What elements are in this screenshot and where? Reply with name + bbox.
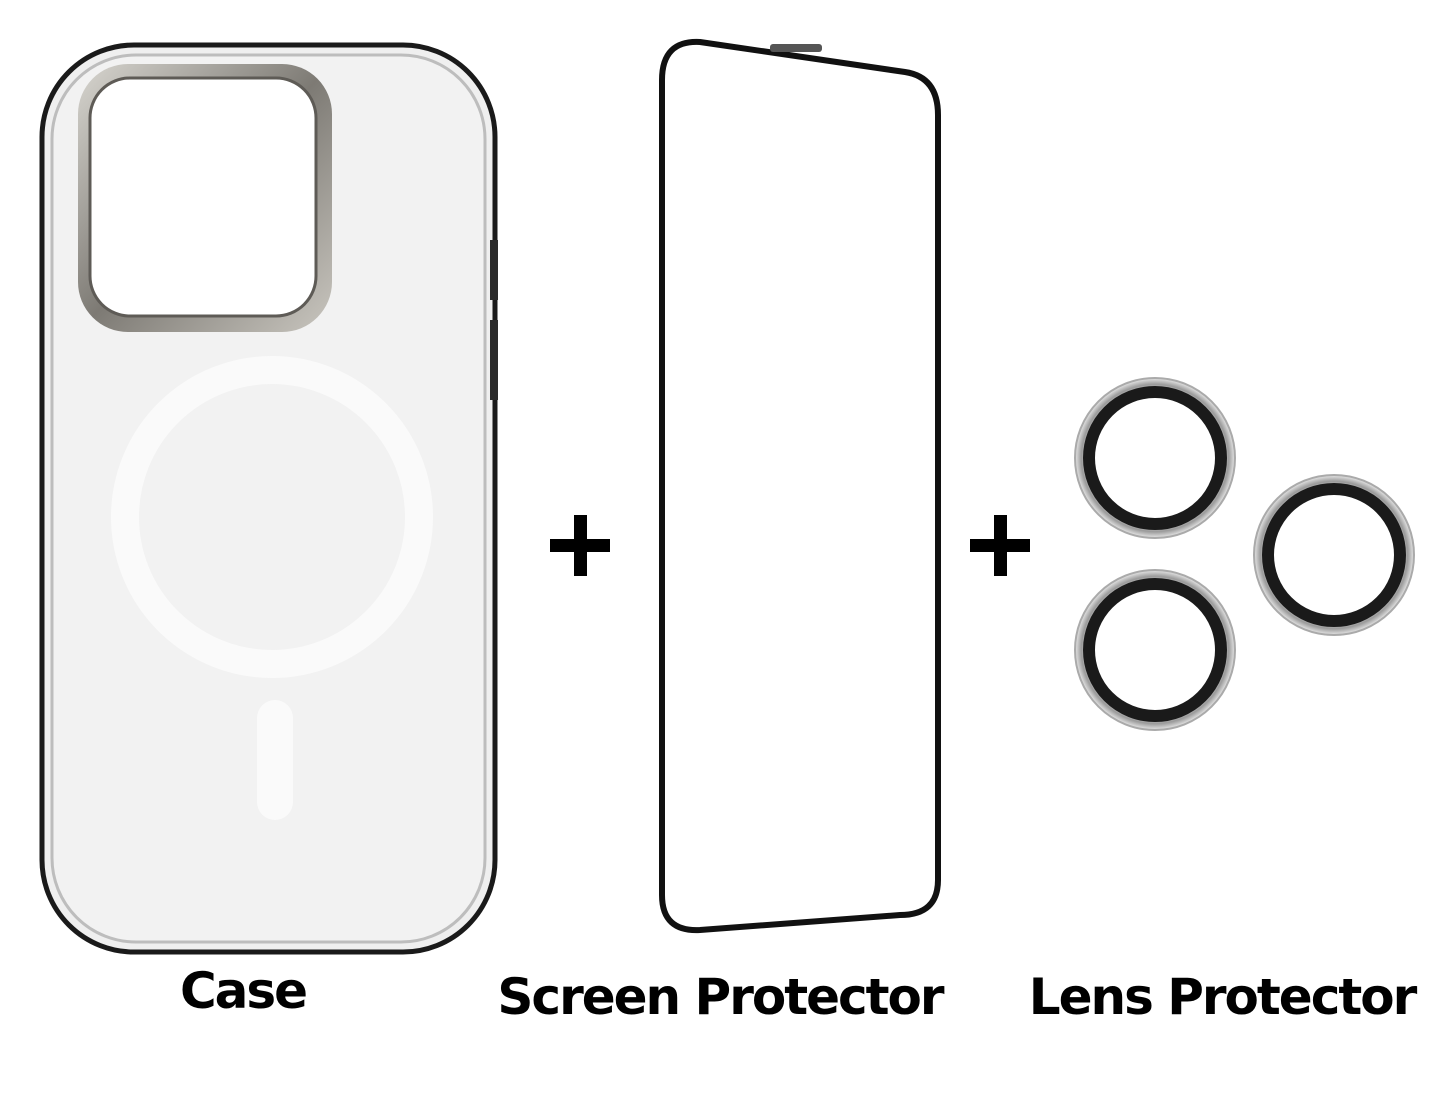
lens-ring: [1074, 569, 1236, 731]
camera-cutout: [78, 64, 332, 332]
phone-case: [39, 42, 498, 955]
lens-ring: [1074, 377, 1236, 539]
case-label: Case: [179, 962, 308, 1020]
plus-icon: [970, 515, 1030, 576]
lens-protector-label: Lens Protector: [1028, 968, 1418, 1026]
plus-icon: [550, 515, 610, 576]
screen-protector: [659, 38, 941, 934]
screen-protector-label: Screen Protector: [497, 968, 944, 1026]
lens-ring: [1253, 474, 1415, 636]
lens-protectors: [1074, 377, 1415, 731]
magsafe-ring: [111, 356, 433, 678]
magsafe-alignment-pill: [257, 700, 293, 820]
